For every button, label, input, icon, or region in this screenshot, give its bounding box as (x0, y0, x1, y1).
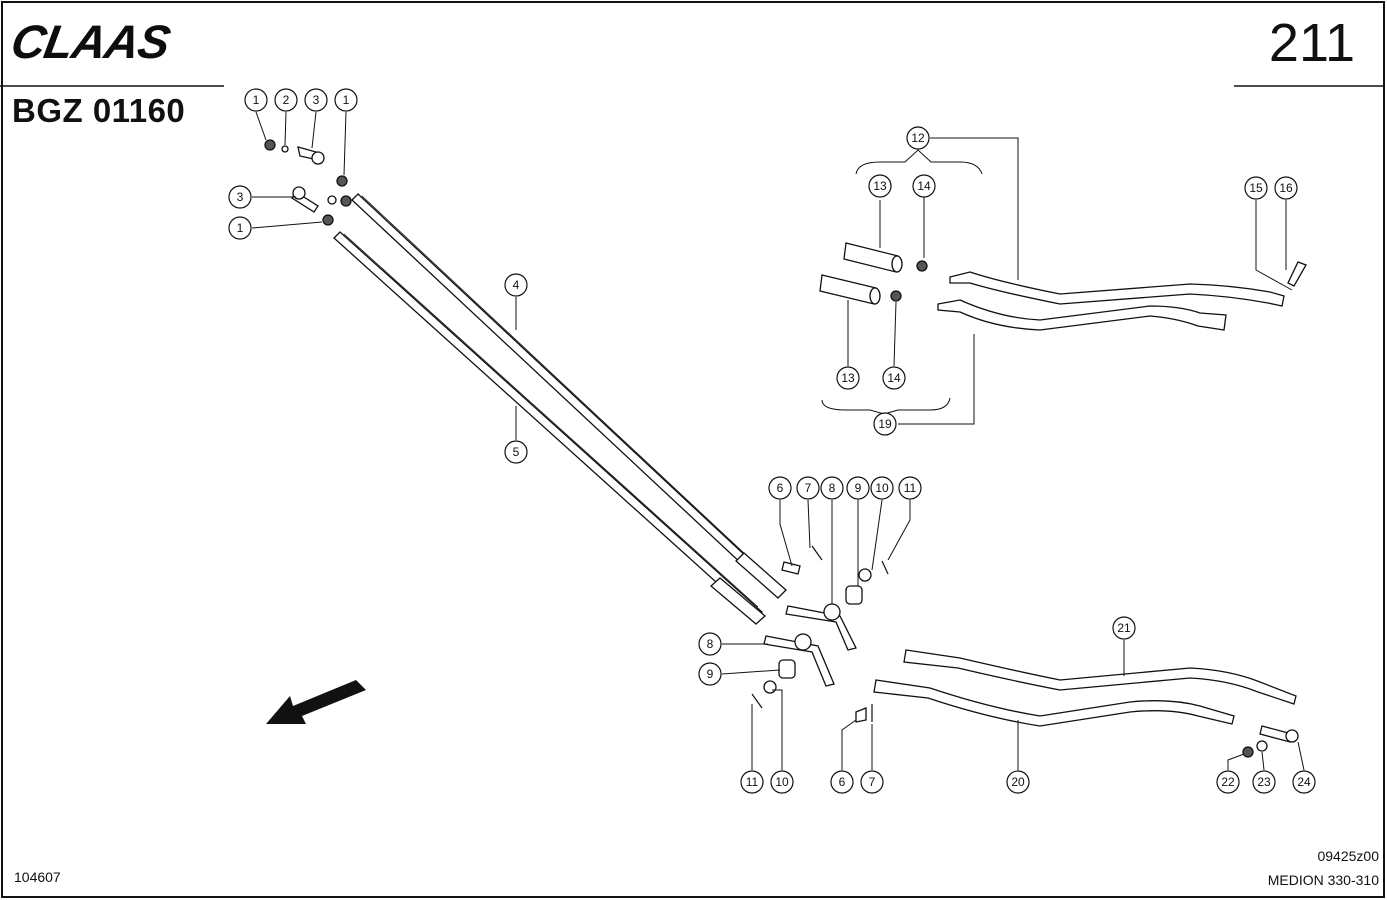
callout: 11 (740, 770, 764, 794)
callout: 24 (1292, 770, 1316, 794)
svg-text:13: 13 (841, 371, 855, 385)
callout: 3 (304, 88, 328, 112)
callout: 22 (1216, 770, 1240, 794)
svg-text:24: 24 (1297, 775, 1311, 789)
svg-text:6: 6 (839, 775, 846, 789)
svg-text:8: 8 (829, 481, 836, 495)
hardware-cluster-top (264, 139, 352, 226)
callout: 8 (820, 476, 844, 500)
callout: 2 (274, 88, 298, 112)
rod-assembly-20-21 (855, 649, 1299, 758)
svg-text:11: 11 (746, 775, 759, 789)
callout: 7 (796, 476, 820, 500)
svg-text:1: 1 (343, 93, 350, 107)
callout: 20 (1006, 770, 1030, 794)
svg-text:16: 16 (1279, 181, 1293, 195)
callout: 8 (698, 632, 722, 656)
svg-text:13: 13 (873, 179, 887, 193)
callout: 13 (836, 366, 860, 390)
callout: 23 (1252, 770, 1276, 794)
callout: 4 (504, 273, 528, 297)
callout: 7 (860, 770, 884, 794)
svg-text:14: 14 (887, 371, 901, 385)
callout: 13 (868, 174, 892, 198)
svg-text:14: 14 (917, 179, 931, 193)
svg-text:10: 10 (875, 481, 889, 495)
svg-text:3: 3 (313, 93, 320, 107)
reference-number: 104607 (14, 869, 61, 885)
callout: 3 (228, 185, 252, 209)
svg-text:5: 5 (513, 445, 520, 459)
svg-text:11: 11 (904, 481, 917, 495)
svg-text:7: 7 (869, 775, 876, 789)
callout: 6 (768, 476, 792, 500)
page-number: 211 (1268, 13, 1355, 73)
rod-5 (333, 231, 766, 625)
callout: 14 (912, 174, 936, 198)
callout: 10 (770, 770, 794, 794)
svg-text:8: 8 (707, 637, 714, 651)
callout: 16 (1274, 176, 1298, 200)
drawing-number: 09425z00 (1317, 848, 1379, 864)
rod-4 (351, 193, 787, 599)
svg-text:12: 12 (911, 131, 925, 145)
machine-model: MEDION 330-310 (1267, 872, 1379, 888)
callout: 15 (1244, 176, 1268, 200)
svg-text:10: 10 (775, 775, 789, 789)
svg-text:9: 9 (855, 481, 862, 495)
callout: 5 (504, 440, 528, 464)
svg-text:20: 20 (1011, 775, 1025, 789)
callout: 11 (898, 476, 922, 500)
svg-text:19: 19 (878, 417, 892, 431)
callout: 1 (228, 216, 252, 240)
svg-text:3: 3 (237, 190, 244, 204)
callout-bubbles: 1 2 3 1 3 1 4 5 12 13 14 13 14 19 15 16 … (228, 88, 1316, 794)
svg-text:4: 4 (513, 278, 520, 292)
svg-text:1: 1 (237, 221, 244, 235)
leader-lines (251, 111, 1305, 771)
callout: 9 (846, 476, 870, 500)
callout: 21 (1112, 616, 1136, 640)
svg-text:1: 1 (253, 93, 260, 107)
svg-text:22: 22 (1221, 775, 1235, 789)
document-code: BGZ 01160 (12, 92, 186, 129)
callout: 10 (870, 476, 894, 500)
rod-assembly-12 (819, 242, 1307, 331)
svg-text:21: 21 (1117, 621, 1131, 635)
callout: 6 (830, 770, 854, 794)
svg-text:15: 15 (1249, 181, 1263, 195)
direction-arrow-icon (266, 680, 366, 724)
svg-text:9: 9 (707, 667, 714, 681)
callout: 14 (882, 366, 906, 390)
callout: 12 (906, 126, 930, 150)
svg-text:23: 23 (1257, 775, 1271, 789)
callout: 1 (244, 88, 268, 112)
svg-text:7: 7 (805, 481, 812, 495)
callout: 19 (873, 412, 897, 436)
hinge-assembly (751, 545, 889, 709)
callout: 1 (334, 88, 358, 112)
svg-text:2: 2 (283, 93, 290, 107)
callout: 9 (698, 662, 722, 686)
svg-text:6: 6 (777, 481, 784, 495)
